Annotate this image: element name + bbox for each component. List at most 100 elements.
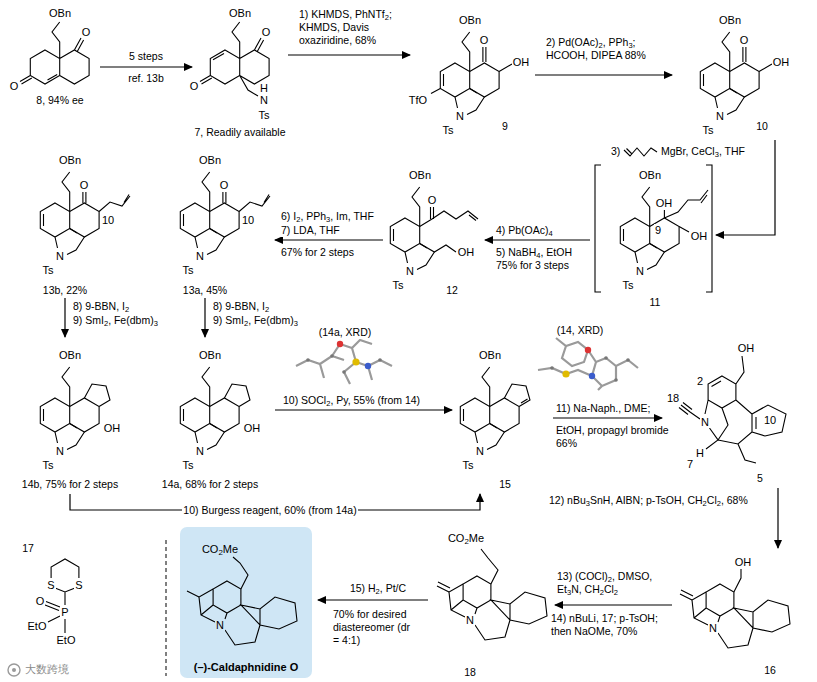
atom-label: N: [195, 250, 205, 262]
watermark: 大数跨境: [24, 663, 70, 676]
reagent-text: 9) SmI2, Fe(dbm)3: [72, 314, 159, 327]
atom-label: N: [259, 94, 269, 106]
drawing-part: [45, 559, 79, 633]
drawing-part: [679, 356, 786, 463]
atom-label: N: [55, 445, 65, 457]
drawing-part: [777, 488, 778, 548]
drawing-part: [449, 576, 547, 640]
drawing-part: [535, 74, 672, 75]
product-name: (–)-Caldaphnidine O: [193, 661, 300, 673]
drawing-part: [70, 398, 99, 432]
compound-13a: [180, 172, 270, 255]
reagent-text: MgBr, CeCl3, THF: [660, 145, 746, 158]
compound-14a: [180, 367, 250, 450]
drawing-part: [70, 203, 99, 237]
structures: [20, 22, 790, 648]
atom-label: CO2Me: [447, 532, 485, 544]
reagent-text: 10) SOCl2, Py, 55% (from 14): [282, 394, 421, 407]
compound-number: 7, Readily available: [193, 126, 286, 139]
reagent-text: 5 steps: [128, 50, 164, 63]
atom-label: O: [219, 179, 230, 191]
reagent-text: 67% for 2 steps: [280, 246, 355, 259]
atom-label: Ts: [42, 459, 55, 471]
drawing-part: [337, 341, 343, 347]
drawing-part: [743, 47, 772, 72]
atom-label: OBn: [58, 154, 82, 166]
drawing-part: [180, 367, 224, 450]
drawing-part: [20, 22, 89, 84]
atom-label: OH: [655, 197, 674, 209]
atom-label: OH: [243, 422, 262, 434]
drawing-part: [210, 203, 239, 237]
compound-number: 10: [755, 120, 769, 133]
reagent-text: 5) NaBH4, EtOH: [495, 246, 573, 259]
drawing-part: [485, 239, 590, 240]
atom-label: OBn: [638, 169, 662, 181]
compound-number: 13a, 45%: [182, 284, 228, 297]
drawing-part: [521, 399, 528, 403]
atom-label: OBn: [198, 154, 222, 166]
atom-label: 9: [654, 224, 662, 236]
xrd-14a: [296, 340, 392, 384]
drawing-part: [8, 664, 20, 676]
reagent-text: 8) 9-BBN, I2: [212, 300, 270, 313]
atom-label: 10: [763, 414, 777, 426]
drawing-part: [224, 384, 250, 407]
atom-label: 7: [686, 458, 694, 470]
compound-14b: [40, 367, 110, 450]
atom-label: N: [635, 265, 645, 277]
drawing-part: [288, 54, 410, 55]
drawing-part: [626, 358, 630, 362]
atom-label: OBn: [408, 169, 432, 181]
drawing-part: [692, 584, 790, 648]
drawing-part: [199, 581, 297, 645]
reagent-text: 12) nBu3SnH, AIBN; p-TsOH, CH2Cl2, 68%: [548, 494, 749, 507]
compound-number: 8, 94% ee: [35, 94, 84, 107]
drawing-part: [562, 370, 569, 377]
reagent-text: 6) I2, PPh3, Im, THF: [280, 210, 375, 223]
drawing-part: [604, 356, 608, 360]
compound-10: [700, 32, 772, 115]
compound-16: [680, 569, 790, 648]
reagent-text: 7) LDA, THF: [280, 224, 341, 237]
drawing-part: [40, 367, 84, 450]
atom-label: N: [55, 250, 65, 262]
reagent-text: 2) Pd(OAc)2, PPh3; HCOOH, DIPEA 88%: [545, 36, 661, 62]
drawing-part: [585, 347, 591, 353]
atom-label: TfO: [408, 94, 428, 106]
atom-label: N: [465, 614, 475, 626]
reagent-text: 11) Na-Naph., DME;: [555, 402, 651, 415]
drawing-part: [504, 384, 530, 407]
atom-label: O: [479, 34, 490, 46]
compound-15: [460, 367, 530, 450]
drawing-part: [342, 370, 346, 374]
compound-12: [390, 187, 478, 270]
atom-label: N: [708, 622, 718, 634]
atom-label: OBn: [478, 349, 502, 361]
reagent-text: 70% for desired diastereomer (dr = 4:1): [332, 608, 418, 647]
atom-label: OBn: [198, 349, 222, 361]
compound-11: [595, 165, 712, 292]
atom-label: 2: [696, 375, 704, 387]
atom-label: 18: [666, 392, 680, 404]
atom-label: N: [700, 416, 710, 428]
atom-label: Ts: [702, 124, 715, 136]
reagent-text: 3): [610, 145, 621, 158]
drawing-part: [275, 409, 452, 410]
atom-label: Ts: [622, 279, 635, 291]
xrd-14: [538, 338, 638, 390]
compound-8: [20, 22, 89, 84]
atom-label: N: [475, 445, 485, 457]
drawing-part: [490, 398, 519, 432]
atom-label: OH: [512, 56, 531, 68]
reagent-text: EtOH, propagyl bromide: [555, 424, 670, 437]
drawing-part: [460, 367, 504, 450]
drawing-part: [83, 192, 130, 212]
compound-number: 15: [498, 478, 512, 491]
atom-label: 10: [241, 214, 255, 226]
drawing-part: [318, 599, 428, 600]
atom-label: OH: [734, 556, 753, 568]
atom-label: OBn: [58, 349, 82, 361]
target-highlight-box: CO2MeN(–)-Caldaphnidine O: [180, 527, 312, 678]
atom-label: O: [739, 34, 750, 46]
